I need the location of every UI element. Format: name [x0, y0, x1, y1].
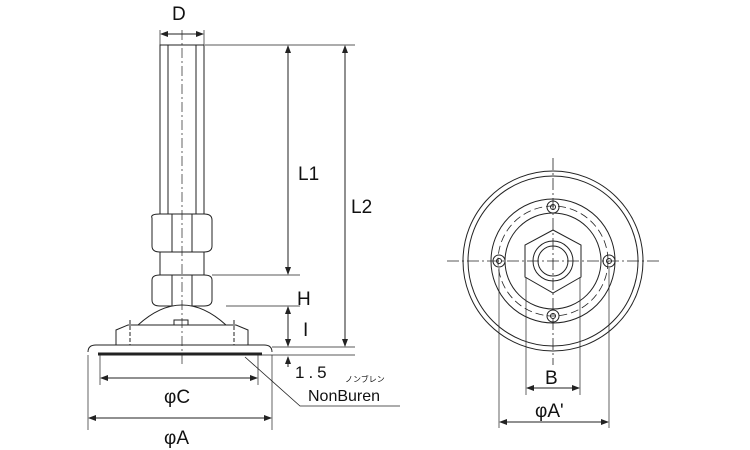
label-phi-a-prime: φA': [535, 401, 564, 422]
label-l2: L2: [351, 197, 372, 218]
label-thickness: 1.5: [295, 363, 331, 382]
label-b: B: [545, 368, 558, 389]
label-i: I: [303, 320, 308, 341]
side-view: [87, 30, 400, 430]
label-pad-kana: ノンブレン: [345, 374, 385, 384]
top-view: [447, 158, 662, 428]
label-h: H: [297, 289, 311, 310]
label-pad: NonBuren: [308, 388, 380, 405]
label-d: D: [172, 4, 186, 25]
label-phi-c: φC: [164, 387, 190, 408]
base-plate: [87, 344, 273, 353]
label-l1: L1: [298, 164, 319, 185]
leader-line: [244, 356, 400, 407]
label-phi-a: φA: [164, 428, 189, 449]
